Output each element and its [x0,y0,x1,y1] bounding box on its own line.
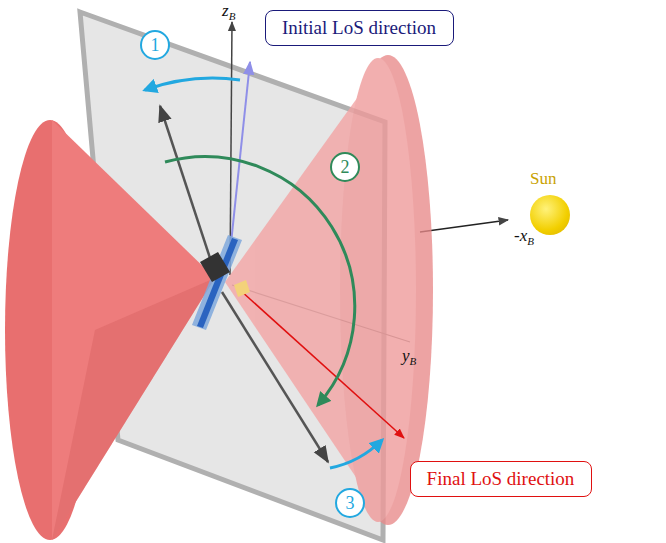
step-number: 2 [330,152,360,182]
axis-label: -xB [514,226,534,247]
callout-text: Initial LoS direction [282,17,436,39]
x-axis [420,220,508,232]
exclusion-cone-left [5,120,215,540]
rotation-arc [165,157,355,405]
axis-label: zB [222,1,235,22]
step-number: 3 [335,488,365,518]
number-text: 1 [151,36,160,54]
callout-box: Initial LoS direction [265,10,454,46]
intermediate-arrow [222,292,328,462]
callout-box: Final LoS direction [410,461,592,497]
final-los-arrow [240,290,404,438]
sun: Sun [530,195,570,235]
rotation-arc [330,440,382,468]
axis-label: yB [402,346,416,367]
intermediate-arrow [160,106,210,258]
callout-text: Final LoS direction [427,468,575,490]
number-text: 2 [341,158,350,176]
step-number: 1 [140,30,170,60]
rotation-arc [145,78,240,90]
spacecraft [192,235,250,330]
exclusion-cone-right [225,55,433,525]
number-text: 3 [346,494,355,512]
sun-label: Sun [530,169,556,189]
